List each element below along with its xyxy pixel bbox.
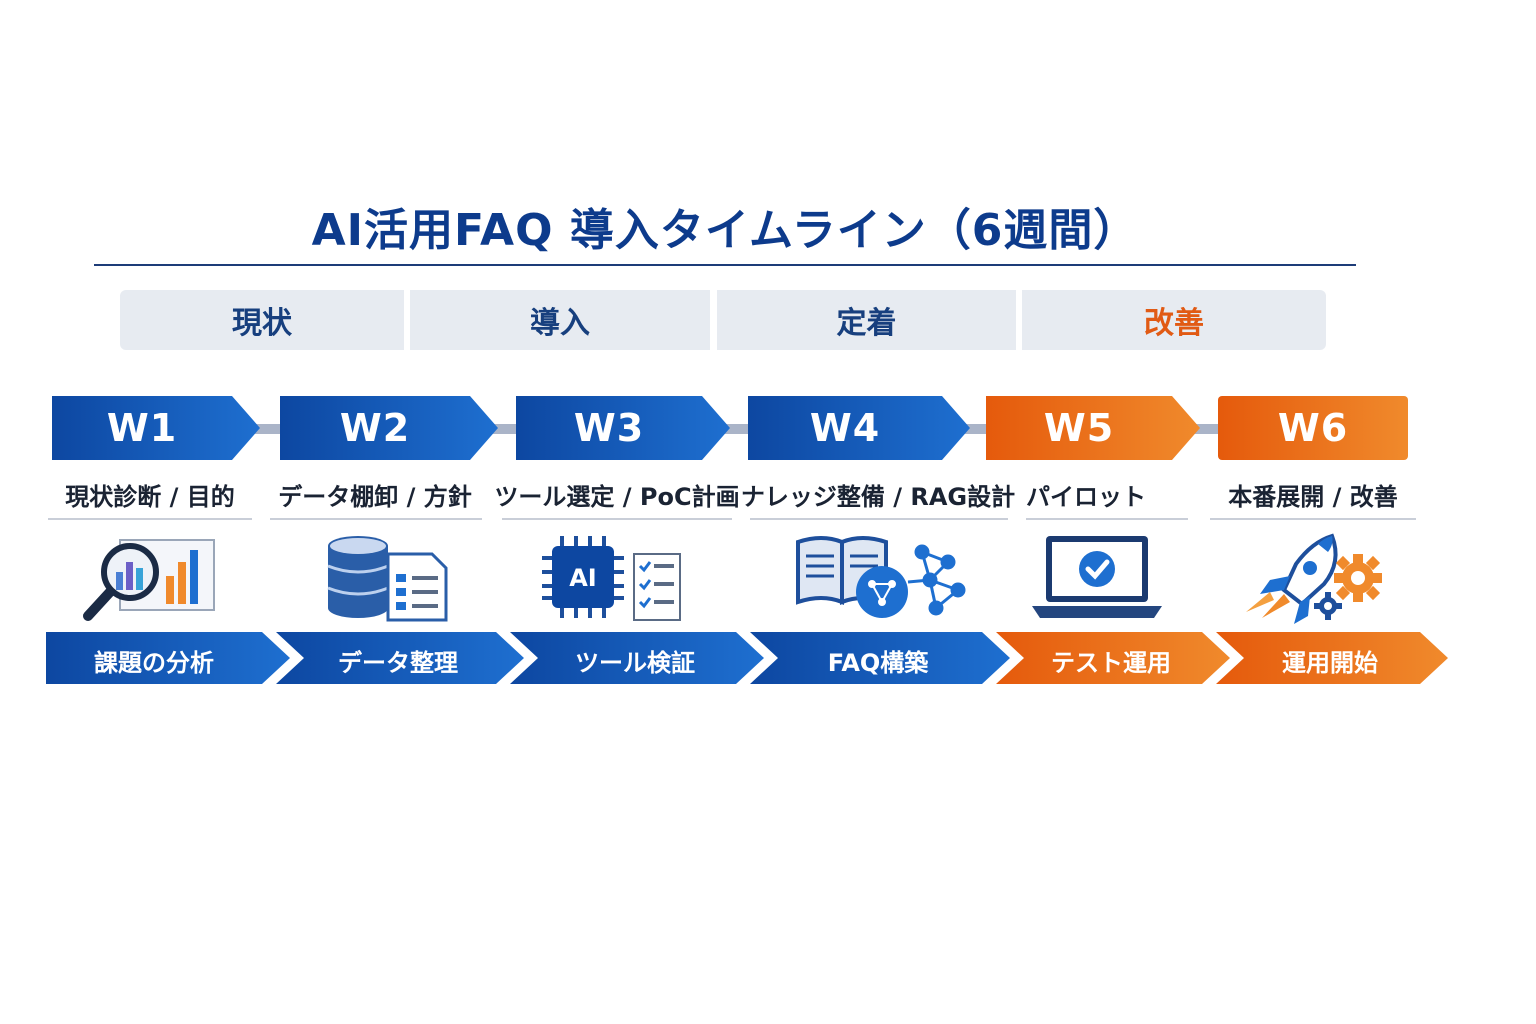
week-label-w3: W3 (573, 406, 645, 450)
week-tab-w2[interactable] (280, 396, 498, 460)
phase-adoption: 定着 (717, 290, 1016, 350)
week-tab-w1[interactable] (52, 396, 260, 460)
step-label-4: FAQ構築 (827, 648, 929, 677)
step-label-2: データ整理 (338, 648, 458, 677)
task-w6: 本番展開 / 改善 (1228, 482, 1398, 511)
magnifier-chart-icon (83, 539, 215, 621)
task-w1: 現状診断 / 目的 (65, 482, 235, 511)
task-w3: ツール選定 / PoC計画 (494, 482, 740, 511)
step-arrow-3 (510, 632, 764, 684)
svg-text:AI: AI (569, 564, 597, 592)
title-divider (94, 264, 1356, 266)
rocket-gears-icon (1246, 533, 1382, 624)
task-w4: ナレッジ整備 / RAG設計 (740, 482, 1016, 511)
week-label-w5: W5 (1043, 406, 1115, 450)
task-w2: データ棚卸 / 方針 (278, 482, 472, 511)
step-label-6: 運用開始 (1282, 648, 1378, 677)
step-label-5: テスト運用 (1051, 648, 1171, 677)
book-network-icon (796, 536, 966, 618)
database-document-icon (327, 536, 448, 622)
step-arrow-2 (276, 632, 524, 684)
week-tab-w6[interactable] (1218, 396, 1408, 460)
phase-improvement: 改善 (1022, 290, 1326, 350)
timeline-connector (240, 424, 1230, 434)
step-label-1: 課題の分析 (94, 648, 214, 677)
phase-introduction: 導入 (410, 290, 710, 350)
task-divider (48, 518, 252, 520)
week-label-w4: W4 (809, 406, 881, 450)
task-w5: パイロット (1026, 482, 1146, 511)
task-divider (502, 518, 732, 520)
task-divider (750, 518, 1008, 520)
week-tab-w5[interactable] (986, 396, 1200, 460)
step-arrow-1 (46, 632, 290, 684)
week-label-w2: W2 (339, 406, 411, 450)
week-label-w6: W6 (1277, 406, 1349, 450)
week-label-w1: W1 (106, 406, 178, 450)
task-divider (1210, 518, 1416, 520)
week-tab-w3[interactable] (516, 396, 730, 460)
week-tab-w4[interactable] (748, 396, 970, 460)
ai-chip-checklist-icon: AI (542, 536, 681, 621)
step-label-3: ツール検証 (575, 648, 695, 677)
task-divider (270, 518, 482, 520)
laptop-check-icon (1032, 536, 1162, 618)
task-divider (1026, 518, 1188, 520)
step-arrow-6 (1216, 632, 1448, 684)
step-arrow-5 (996, 632, 1230, 684)
page-title: AI活用FAQ 導入タイムライン（6週間） (311, 205, 1139, 256)
step-arrow-4 (750, 632, 1010, 684)
phase-current: 現状 (120, 290, 404, 350)
